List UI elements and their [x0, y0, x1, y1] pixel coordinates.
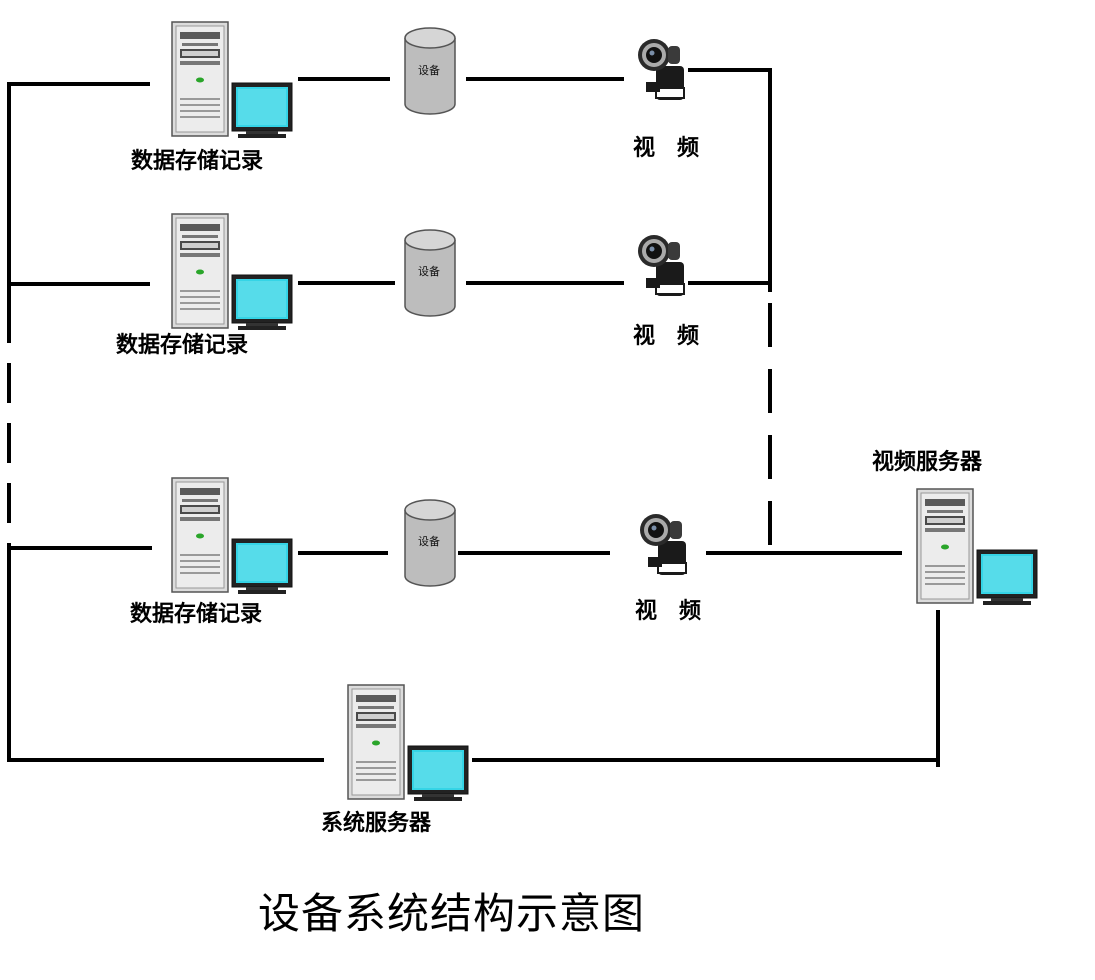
recorder-computer-icon	[171, 21, 293, 138]
video-server-computer-icon	[916, 488, 1038, 605]
video-server-label: 视频服务器	[872, 449, 983, 475]
video-camera-webcam-icon	[640, 514, 687, 575]
camera-label: 视 频	[633, 135, 700, 161]
recorder-computer-icon	[171, 477, 293, 594]
camera-label: 视 频	[635, 598, 702, 624]
device-database-icon	[404, 27, 456, 115]
system-server-computer-icon	[347, 684, 469, 801]
server-tower-icon	[347, 684, 405, 800]
monitor-icon	[407, 745, 469, 801]
device-label: 设备	[418, 64, 440, 77]
device-label: 设备	[418, 535, 440, 548]
monitor-icon	[231, 274, 293, 330]
server-tower-icon	[171, 477, 229, 593]
device-database-icon	[404, 499, 456, 587]
device-database-icon	[404, 229, 456, 317]
recorder-label: 数据存储记录	[116, 332, 249, 358]
monitor-icon	[231, 82, 293, 138]
recorder-computer-icon	[171, 213, 293, 330]
server-tower-icon	[171, 21, 229, 137]
camera-label: 视 频	[633, 323, 700, 349]
system-server-label: 系统服务器	[321, 810, 432, 836]
monitor-icon	[231, 538, 293, 594]
video-camera-webcam-icon	[638, 235, 685, 296]
monitor-icon	[976, 549, 1038, 605]
recorder-label: 数据存储记录	[130, 601, 263, 627]
diagram-title: 设备系统结构示意图	[258, 889, 646, 938]
video-camera-webcam-icon	[638, 39, 685, 100]
server-tower-icon	[916, 488, 974, 604]
device-label: 设备	[418, 265, 440, 278]
recorder-label: 数据存储记录	[131, 148, 264, 174]
server-tower-icon	[171, 213, 229, 329]
